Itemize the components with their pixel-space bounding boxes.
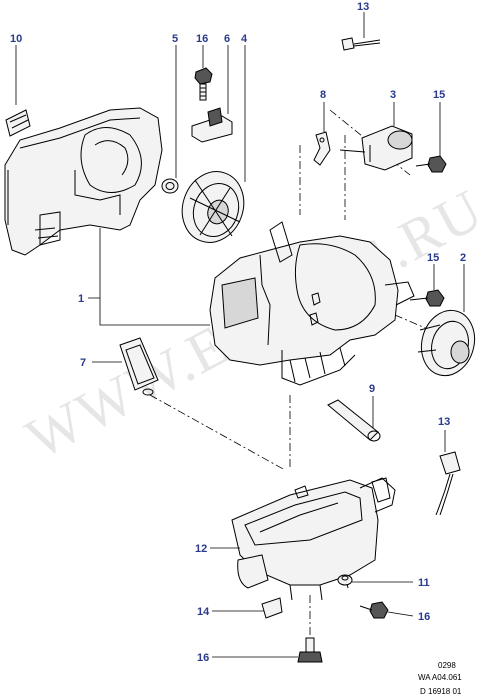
callout-16-right: 16 [418, 611, 430, 623]
part-1-main-housing [209, 221, 415, 386]
part-2-blower-motor [417, 309, 476, 377]
part-14-clip [261, 597, 283, 619]
callout-6: 6 [224, 33, 230, 45]
callout-13-right: 13 [438, 416, 450, 428]
part-7-seal-plate [119, 337, 159, 396]
callout-1: 1 [78, 293, 84, 305]
blower-housing-left-half [4, 107, 163, 256]
part-11-grommet [337, 574, 353, 586]
part-16-bolt-top [194, 67, 213, 101]
drawing-reference: 0298 WA A04.061 D 16918 01 [418, 661, 462, 696]
callout-16-bottom: 16 [197, 652, 209, 664]
part-12-lower-housing [231, 477, 396, 601]
part-5-o-ring [161, 178, 179, 194]
part-13-harness-connector [435, 451, 461, 516]
leader-lines [15, 12, 465, 658]
part-15-screw-top [415, 155, 447, 173]
part-4-blower-wheel [181, 171, 245, 243]
reference-page: 0298 [438, 661, 456, 670]
part-6-resistor [191, 107, 233, 143]
callout-10: 10 [10, 33, 22, 45]
part-8-flap-link [313, 131, 331, 166]
callout-9: 9 [369, 383, 375, 395]
part-15-screw-middle [409, 289, 445, 307]
callout-15-middle: 15 [427, 252, 439, 264]
callout-2: 2 [460, 252, 466, 264]
callout-3: 3 [390, 89, 396, 101]
callout-labels: 10 5 16 6 4 13 8 3 15 15 2 1 7 9 13 12 1… [10, 1, 466, 664]
callout-13-top: 13 [357, 1, 369, 13]
callout-11: 11 [418, 577, 430, 589]
part-3-actuator [339, 125, 413, 171]
callout-12: 12 [195, 543, 207, 555]
callout-5: 5 [172, 33, 178, 45]
reference-drawing: D 16918 01 [420, 687, 462, 696]
part-16-bolt-bottom [297, 637, 323, 663]
callout-16-top: 16 [196, 33, 208, 45]
callout-8: 8 [320, 89, 326, 101]
callout-4: 4 [241, 33, 248, 45]
reference-code: WA A04.061 [418, 673, 462, 682]
callout-15-top: 15 [433, 89, 445, 101]
part-10-seal-plate [5, 109, 31, 137]
part-13-connector-top [341, 37, 381, 51]
part-16-screw-right [359, 601, 389, 619]
part-9-drain-tube [327, 399, 381, 442]
callout-14: 14 [197, 606, 210, 618]
callout-7: 7 [80, 357, 86, 369]
